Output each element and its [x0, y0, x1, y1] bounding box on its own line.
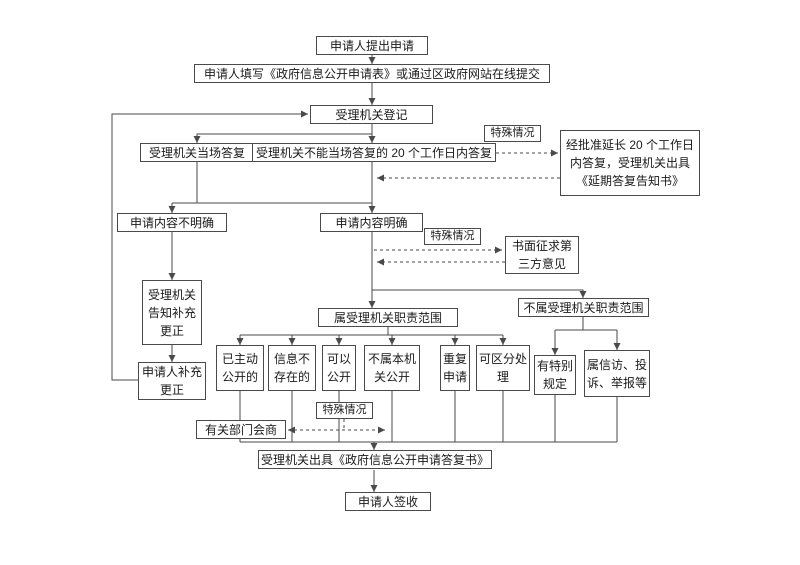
- node-repeat-apply: 重复申请: [440, 345, 470, 391]
- node-special-rule: 有特别规定: [534, 355, 576, 395]
- dashed-connectors: [288, 149, 560, 434]
- node-already-public: 已主动公开的: [216, 345, 264, 391]
- node-submit-application: 申请人提出申请: [316, 36, 428, 55]
- node-reply-document: 受理机关出具《政府信息公开申请答复书》: [258, 450, 492, 469]
- node-separable-handling: 可区分处理: [476, 345, 530, 391]
- node-fill-form: 申请人填写《政府信息公开申请表》或通过区政府网站在线提交: [194, 64, 550, 83]
- node-not-this-org: 不属本机关公开: [364, 345, 420, 391]
- node-applicant-supplement: 申请人补充更正: [138, 362, 206, 400]
- node-can-public: 可以公开: [322, 345, 356, 391]
- node-out-of-scope: 不属受理机关职责范围: [518, 298, 649, 317]
- node-notify-supplement: 受理机关告知补充更正: [142, 280, 202, 345]
- node-petition-complaint: 属信访、投诉、举报等: [584, 350, 650, 397]
- node-sign-receipt: 申请人签收: [345, 492, 431, 511]
- node-onspot-reply: 受理机关当场答复: [140, 143, 254, 162]
- node-special-case-3: 特殊情况: [316, 402, 373, 419]
- solid-connectors: [111, 55, 621, 492]
- node-special-case-2: 特殊情况: [424, 228, 481, 245]
- node-dept-consult: 有关部门会商: [196, 420, 286, 439]
- node-content-clear: 申请内容明确: [320, 213, 423, 232]
- node-third-party-opinion: 书面征求第三方意见: [505, 236, 579, 274]
- node-extension-notice: 经批准延长 20 个工作日内答复，受理机关出具《延期答复告知书》: [560, 130, 700, 196]
- node-content-unclear: 申请内容不明确: [117, 213, 227, 232]
- node-info-not-exist: 信息不存在的: [268, 345, 316, 391]
- node-reply-20days: 受理机关不能当场答复的 20 个工作日内答复: [252, 143, 496, 162]
- node-register: 受理机关登记: [310, 105, 433, 124]
- node-special-case-1: 特殊情况: [484, 125, 541, 142]
- node-in-scope: 属受理机关职责范围: [318, 308, 458, 327]
